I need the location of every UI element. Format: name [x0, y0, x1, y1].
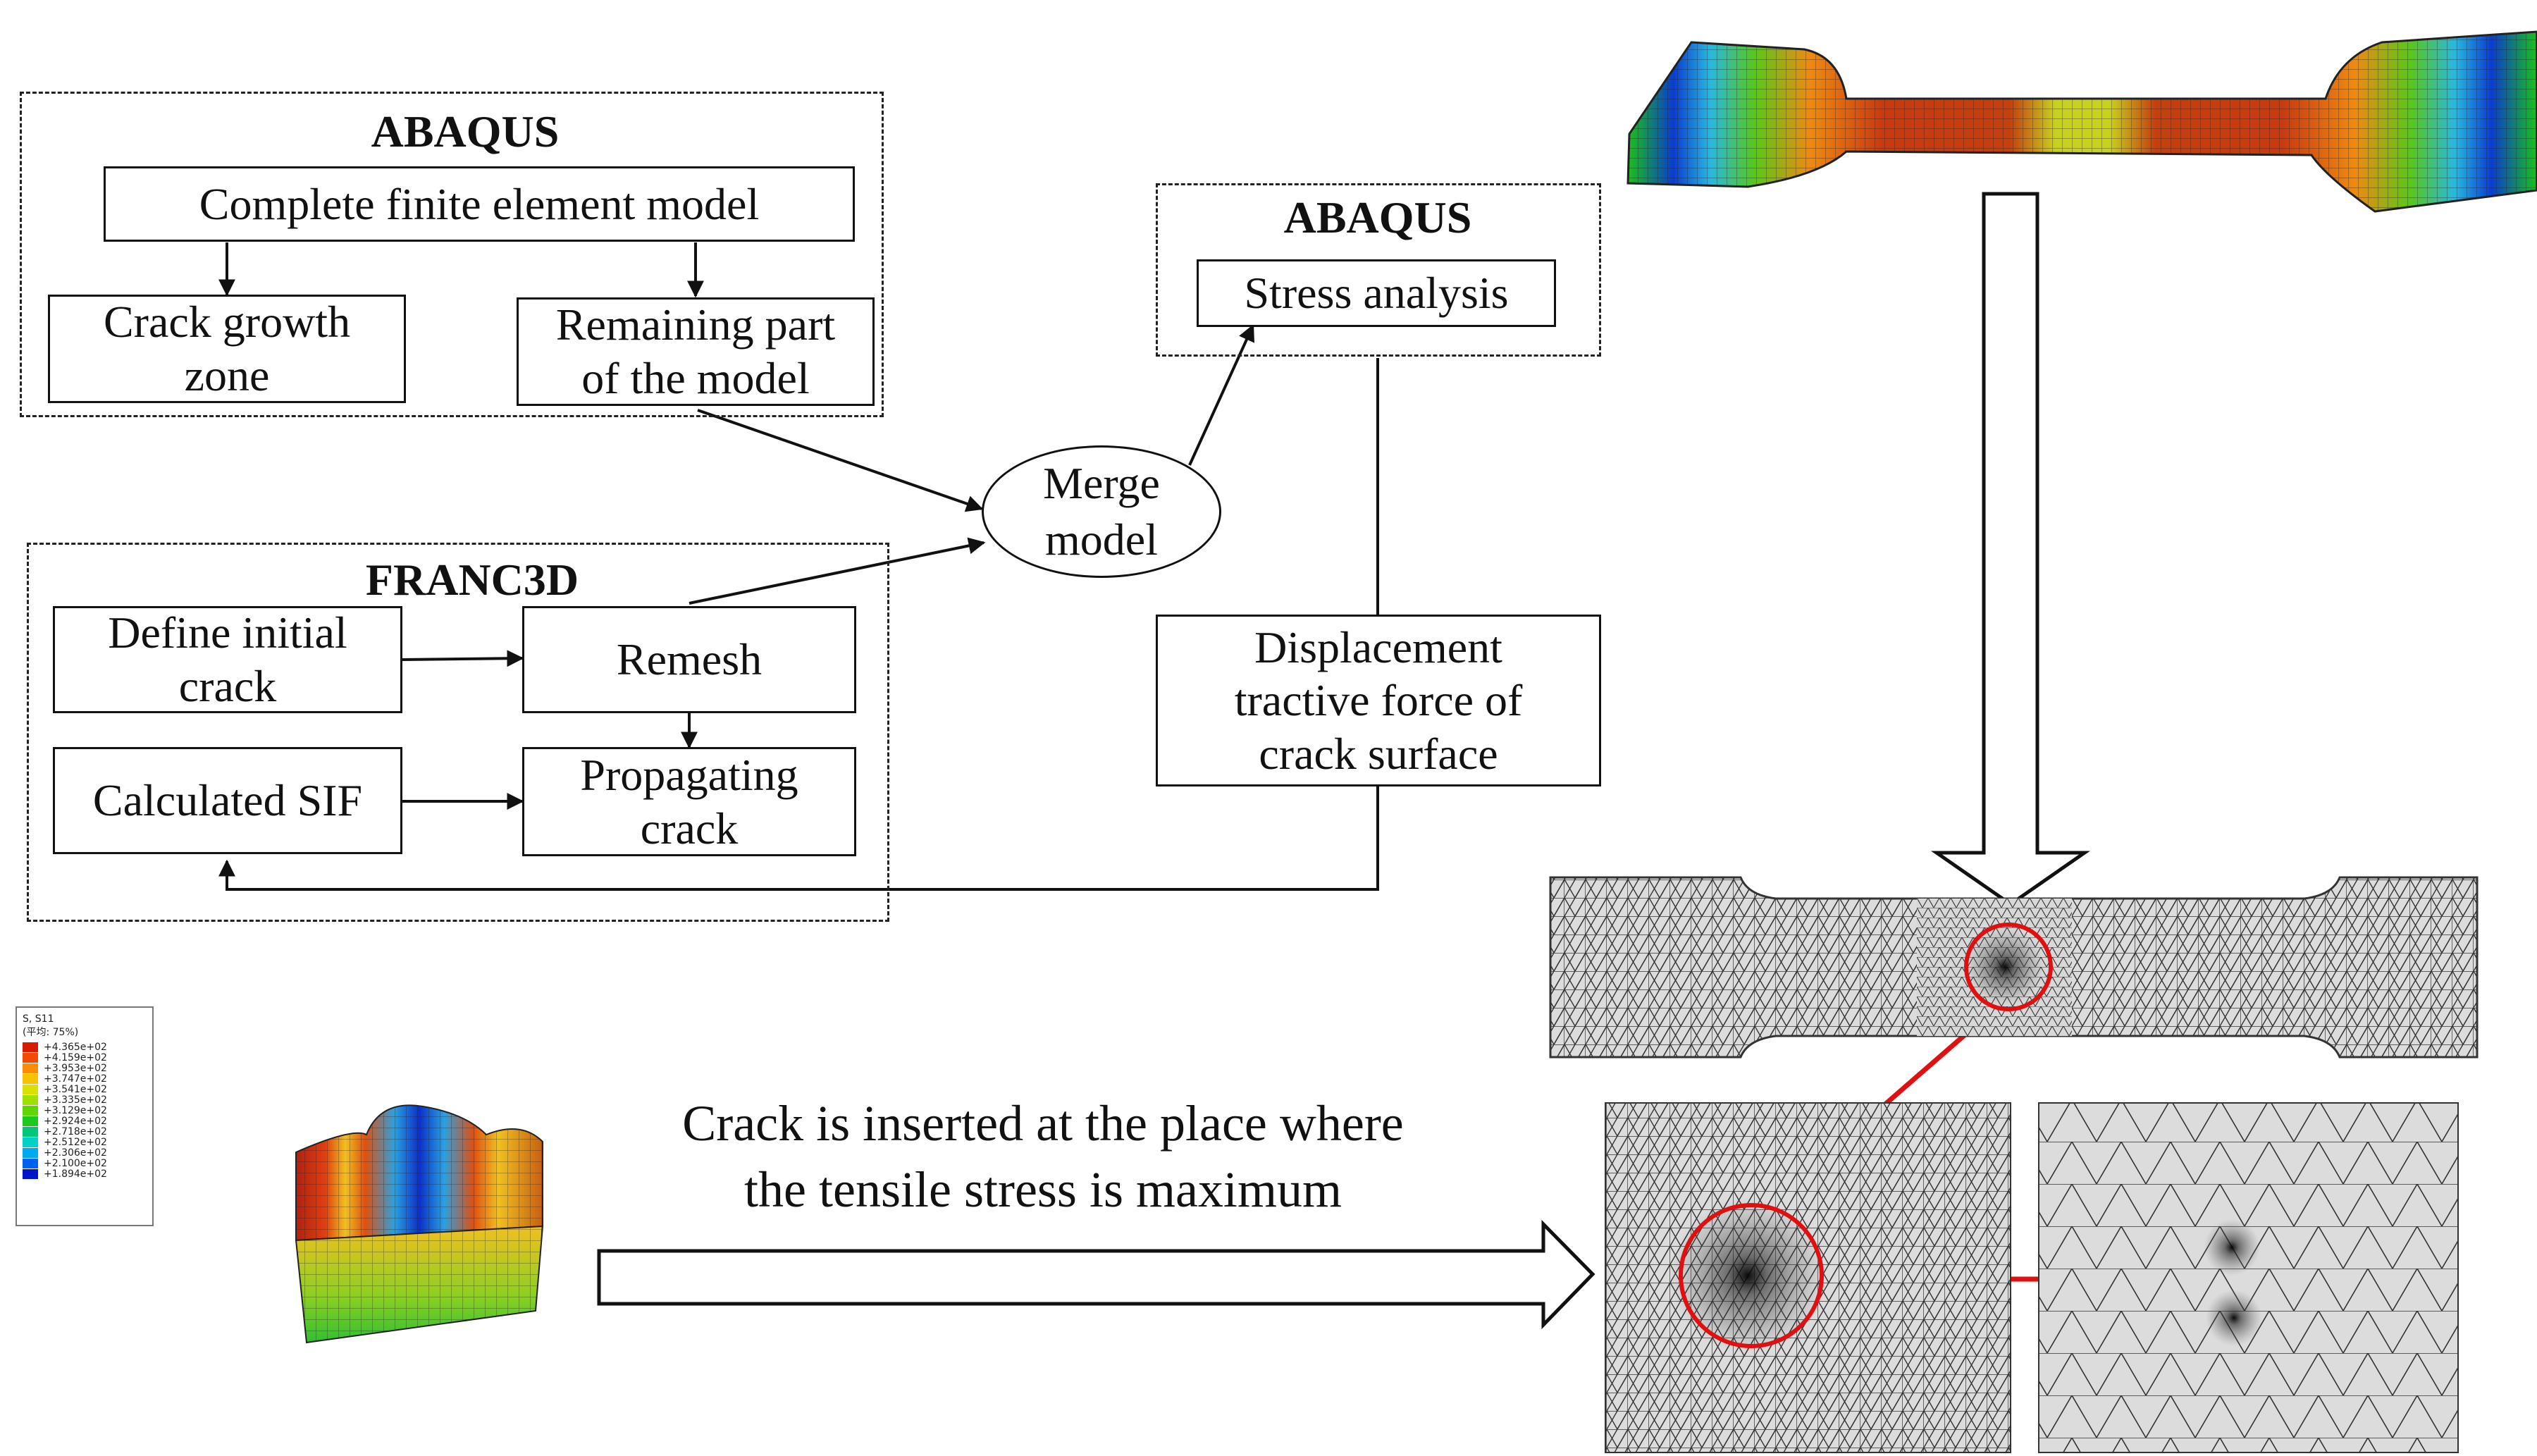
calculated-sif-box: Calculated SIF	[53, 747, 402, 854]
legend-value: +4.159e+02	[44, 1051, 107, 1063]
legend-swatch	[23, 1042, 38, 1052]
legend-swatch	[23, 1105, 38, 1116]
remaining-part-box: Remaining part of the model	[517, 297, 875, 406]
merge-model-line-1: Merge	[1043, 458, 1160, 508]
down-arrow	[1931, 192, 2090, 907]
legend-row: +3.953e+02	[23, 1062, 147, 1074]
displacement-line-2: tractive force of	[1234, 675, 1523, 726]
complete-model-box: Complete finite element model	[104, 166, 855, 242]
legend-swatch	[23, 1147, 38, 1158]
stress-legend: S, S11 (平均: 75%) +4.365e+02+4.159e+02+3.…	[16, 1006, 154, 1226]
legend-swatch	[23, 1116, 38, 1126]
define-initial-crack-box: Define initial crack	[53, 606, 402, 713]
franc3d-group-title: FRANC3D	[365, 555, 579, 605]
zoom-crack-highlight	[1679, 1203, 1824, 1348]
legend-row: +4.365e+02	[23, 1041, 147, 1053]
legend-value: +1.894e+02	[44, 1168, 107, 1180]
abaqus-group-1-title: ABAQUS	[371, 106, 560, 156]
define-initial-crack-line-1: Define initial	[108, 607, 347, 658]
merge-model-ellipse: Merge model	[982, 445, 1221, 578]
define-initial-crack-line-2: crack	[178, 661, 277, 711]
displacement-line-3: crack surface	[1259, 728, 1498, 779]
legend-value: +3.747e+02	[44, 1073, 107, 1085]
legend-row: +2.306e+02	[23, 1147, 147, 1159]
crack-growth-zone-line-1: Crack growth	[103, 297, 351, 347]
legend-row: +2.924e+02	[23, 1115, 147, 1127]
remaining-part-line-2: of the model	[581, 353, 810, 403]
legend-swatch	[23, 1126, 38, 1137]
legend-value: +2.512e+02	[44, 1136, 107, 1148]
legend-swatch	[23, 1168, 38, 1179]
crack-growth-zone-box: Crack growth zone	[48, 295, 406, 403]
franc3d-group	[27, 543, 889, 922]
legend-subtitle: (平均: 75%)	[23, 1027, 79, 1038]
caption: Crack is inserted at the place where the…	[578, 1091, 1508, 1223]
legend-swatch	[23, 1158, 38, 1168]
legend-value: +4.365e+02	[44, 1041, 107, 1053]
crack-growth-zone-line-2: zone	[184, 350, 270, 400]
abaqus-group-1	[20, 92, 884, 417]
legend-row: +1.894e+02	[23, 1168, 147, 1180]
caption-line-2: the tensile stress is maximum	[744, 1161, 1342, 1218]
abaqus-group-2-title: ABAQUS	[1283, 192, 1472, 242]
legend-swatch	[23, 1094, 38, 1105]
displacement-box: Displacement tractive force of crack sur…	[1156, 615, 1601, 786]
legend-value: +2.924e+02	[44, 1115, 107, 1127]
legend-swatch	[23, 1073, 38, 1084]
legend-value: +3.129e+02	[44, 1104, 107, 1116]
remaining-part-line-1: Remaining part	[555, 300, 836, 350]
legend-swatch	[23, 1137, 38, 1147]
propagating-crack-line-1: Propagating	[580, 749, 798, 800]
legend-row: +2.718e+02	[23, 1126, 147, 1137]
legend-value: +3.541e+02	[44, 1083, 107, 1095]
remesh-box: Remesh	[522, 606, 856, 713]
legend-swatch	[23, 1052, 38, 1063]
legend-value: +3.335e+02	[44, 1094, 107, 1106]
legend-value: +2.718e+02	[44, 1125, 107, 1137]
legend-row: +3.541e+02	[23, 1083, 147, 1095]
legend-swatch	[23, 1063, 38, 1073]
legend-value: +2.100e+02	[44, 1157, 107, 1169]
legend-title: S, S11	[23, 1013, 54, 1025]
legend-swatch	[23, 1084, 38, 1094]
caption-line-1: Crack is inserted at the place where	[682, 1095, 1404, 1152]
legend-row: +2.512e+02	[23, 1136, 147, 1148]
propagating-crack-line-2: crack	[640, 803, 739, 853]
legend-row: +4.159e+02	[23, 1052, 147, 1063]
legend-row: +2.100e+02	[23, 1157, 147, 1169]
legend-row: +3.335e+02	[23, 1094, 147, 1106]
stress-analysis-box: Stress analysis	[1197, 259, 1556, 327]
propagating-crack-box: Propagating crack	[522, 747, 856, 856]
legend-row: +3.129e+02	[23, 1105, 147, 1116]
abaqus-group-2	[1156, 183, 1601, 357]
crack-zone-highlight	[1964, 923, 2053, 1011]
merge-model-line-2: model	[1045, 514, 1158, 564]
legend-value: +2.306e+02	[44, 1147, 107, 1159]
right-arrow	[597, 1219, 1595, 1330]
legend-value: +3.953e+02	[44, 1062, 107, 1074]
legend-row: +3.747e+02	[23, 1073, 147, 1085]
displacement-line-1: Displacement	[1254, 622, 1502, 672]
